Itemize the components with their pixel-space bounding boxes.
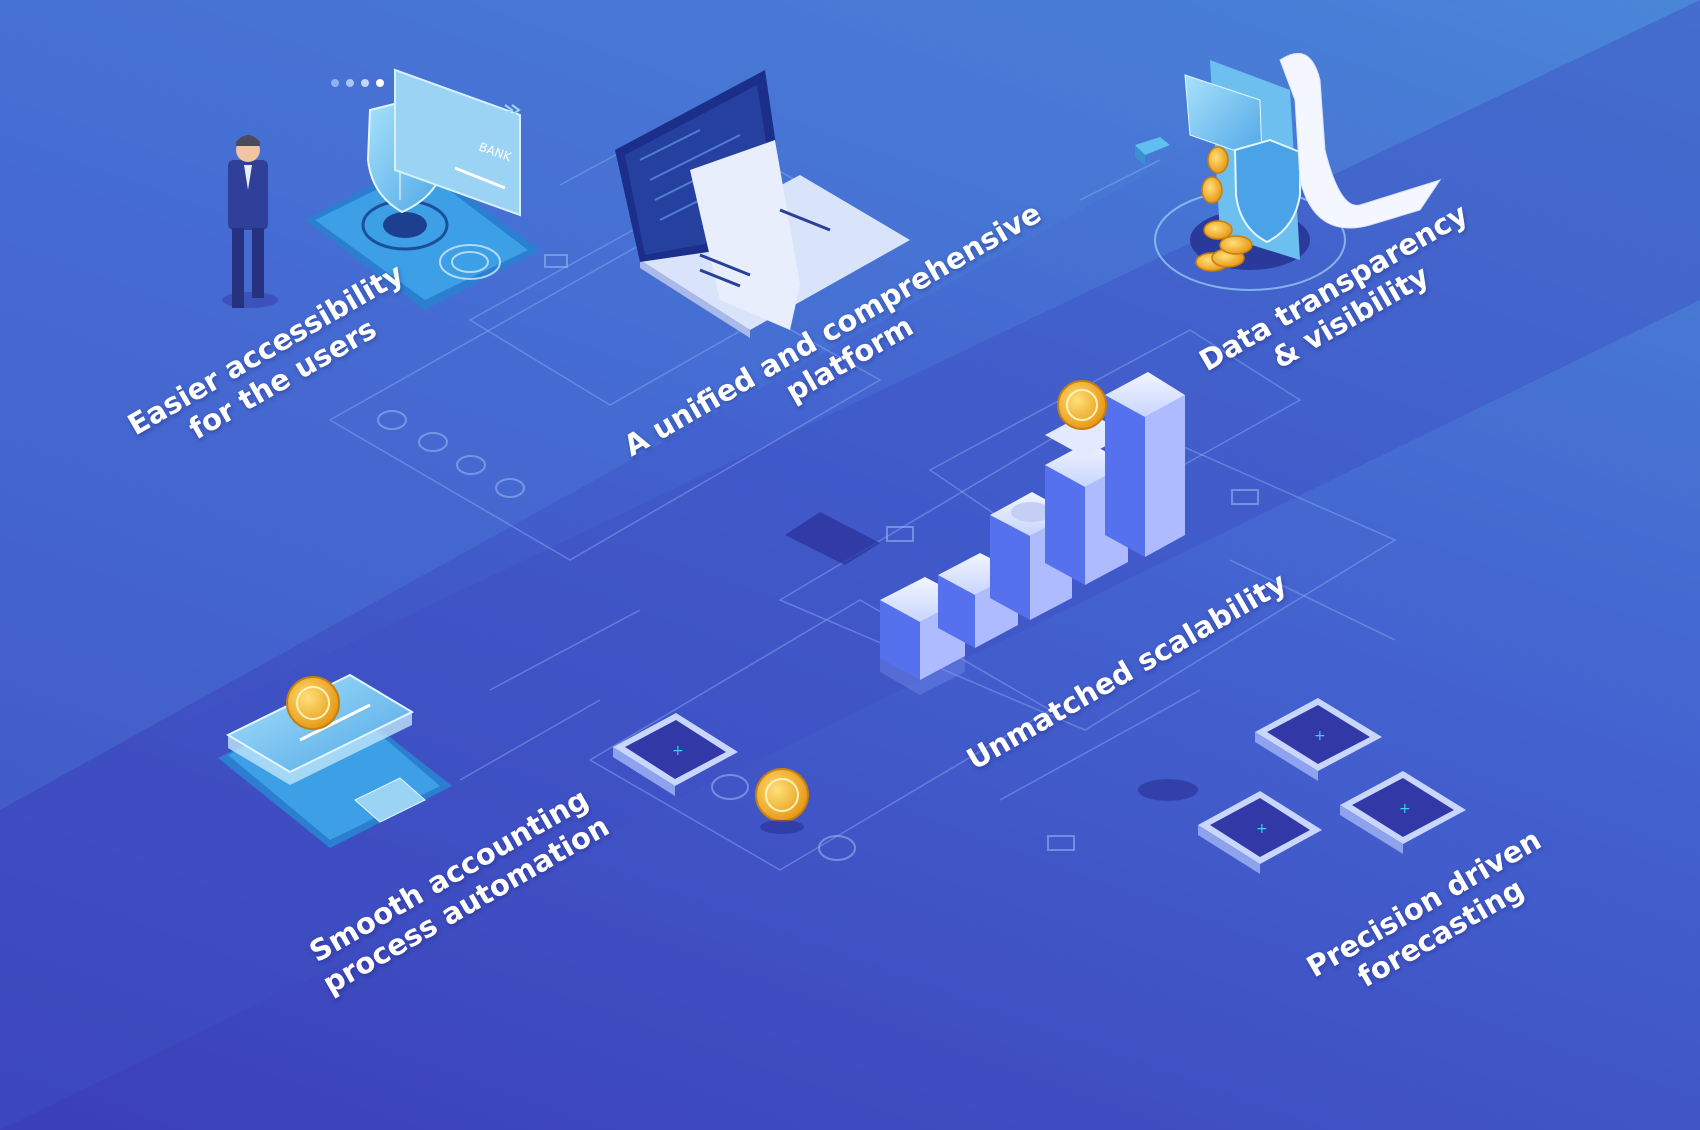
svg-text:+: + <box>1399 801 1411 817</box>
svg-text:+: + <box>1314 728 1326 744</box>
svg-text:+: + <box>672 743 684 759</box>
laptop-receipt-illustration <box>615 70 910 338</box>
circuit-lines <box>328 114 1397 871</box>
processor-chips-illustration: + + + + <box>613 698 1466 874</box>
growth-bar-chart-illustration <box>785 372 1185 695</box>
bank-card-illustration: BANK <box>331 68 521 217</box>
phone-shield-coins-illustration <box>1135 52 1442 291</box>
card-payment-illustration <box>218 673 452 848</box>
man-illustration <box>222 135 278 308</box>
svg-text:+: + <box>1256 821 1268 837</box>
circuit-nodes <box>377 254 1259 861</box>
